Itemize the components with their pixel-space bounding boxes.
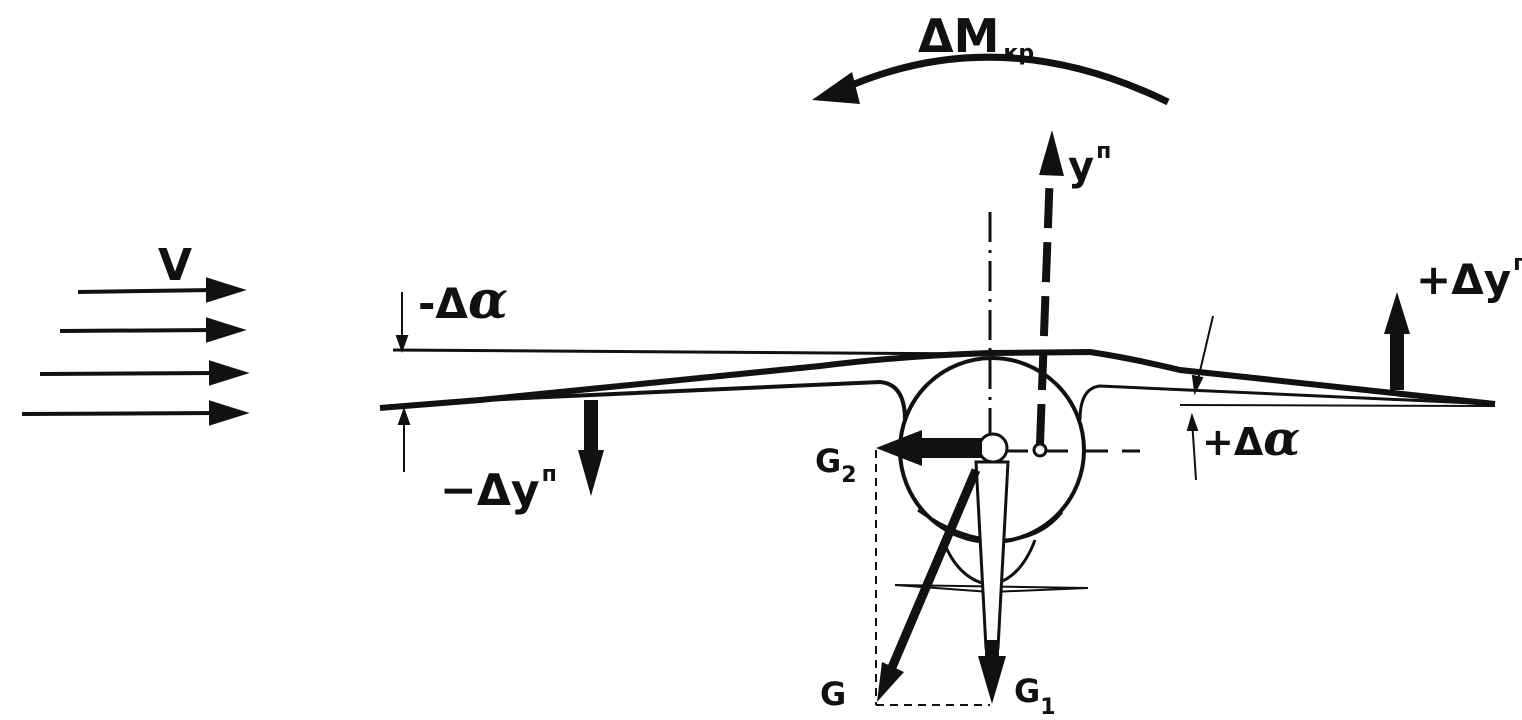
left-angle-marker [395, 292, 411, 472]
g2-label: G2 [815, 442, 857, 488]
lift-force-arrow [1036, 130, 1064, 445]
velocity-label: V [158, 240, 192, 291]
center-of-gravity [977, 432, 1009, 464]
torque-moment-arrow [812, 53, 1170, 106]
right-angle-marker [1186, 315, 1214, 481]
pendulum-strut [974, 460, 1010, 650]
g2-force-arrow [876, 430, 982, 466]
minus-alpha-label: -Δα [418, 270, 508, 331]
force-decomposition-lines [875, 450, 990, 706]
g1-force-arrow [978, 640, 1006, 704]
left-wing-reference-line [392, 348, 991, 356]
g-resultant-arrow [877, 468, 981, 702]
plus-delta-lift-label: +Δyп [1416, 251, 1522, 304]
g-label: G [820, 675, 846, 713]
lift-application-point [1032, 442, 1048, 458]
airflow-arrows [21, 277, 250, 426]
minus-delta-lift-arrow [578, 400, 604, 496]
plus-delta-lift-arrow [1384, 292, 1410, 390]
wing-profile [379, 348, 1496, 421]
plus-alpha-label: +Δα [1202, 411, 1300, 467]
g1-label: G1 [1014, 672, 1056, 720]
lift-label: yп [1068, 139, 1111, 190]
minus-delta-lift-label: −Δyп [440, 462, 557, 516]
